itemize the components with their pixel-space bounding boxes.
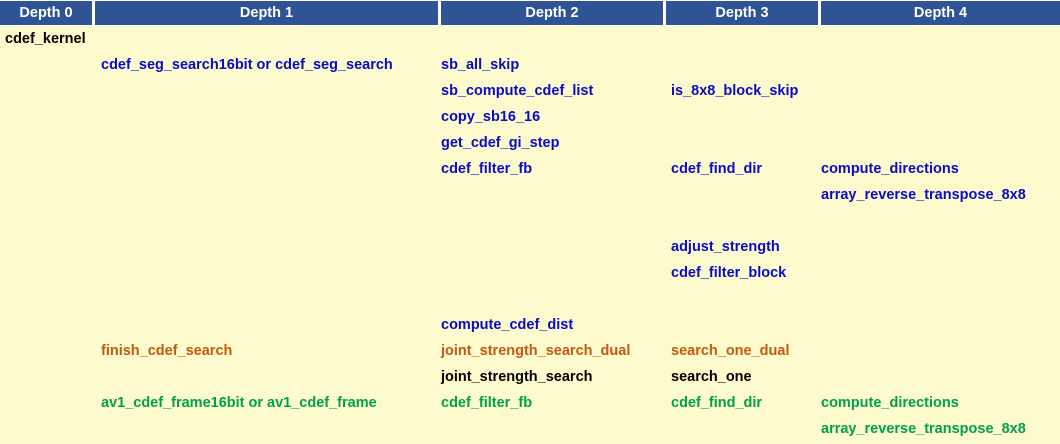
table-row: sb_compute_cdef_list is_8x8_block_skip bbox=[0, 78, 1060, 104]
table-row: joint_strength_search search_one bbox=[0, 364, 1060, 390]
table-row: get_cdef_gi_step bbox=[0, 130, 1060, 156]
column-header-depth-4: Depth 4 bbox=[821, 1, 1060, 25]
table-row: finish_cdef_search joint_strength_search_… bbox=[0, 338, 1060, 364]
cell-depth-4: compute_directions bbox=[821, 161, 959, 177]
cell-depth-2: copy_sb16_16 bbox=[441, 109, 541, 125]
table-row bbox=[0, 208, 1060, 234]
table-row: array_reverse_transpose_8x8 bbox=[0, 182, 1060, 208]
cell-depth-2: sb_compute_cdef_list bbox=[441, 83, 594, 99]
cell-depth-2: joint_strength_search_dual bbox=[441, 343, 631, 359]
table-row bbox=[0, 286, 1060, 312]
table-row: cdef_seg_search16bit or cdef_seg_search s… bbox=[0, 52, 1060, 78]
cell-depth-1: finish_cdef_search bbox=[101, 343, 233, 359]
table-row: cdef_filter_fb cdef_find_dir compute_direc… bbox=[0, 156, 1060, 182]
cell-depth-1: av1_cdef_frame16bit or av1_cdef_frame bbox=[101, 395, 377, 411]
column-header-depth-3: Depth 3 bbox=[666, 1, 818, 25]
table-row: cdef_filter_block bbox=[0, 260, 1060, 286]
table-row: adjust_strength bbox=[0, 234, 1060, 260]
cell-depth-2: joint_strength_search bbox=[441, 369, 593, 385]
cell-depth-3: adjust_strength bbox=[671, 239, 780, 255]
cell-depth-3: is_8x8_block_skip bbox=[671, 83, 799, 99]
column-header-depth-0: Depth 0 bbox=[0, 1, 92, 25]
table-header-row: Depth 0 Depth 1 Depth 2 Depth 3 Depth 4 bbox=[0, 0, 1060, 26]
cell-depth-4: compute_directions bbox=[821, 395, 959, 411]
column-header-depth-2: Depth 2 bbox=[441, 1, 663, 25]
cell-depth-2: cdef_filter_fb bbox=[441, 161, 533, 177]
cell-depth-3: search_one_dual bbox=[671, 343, 790, 359]
cell-depth-3: search_one bbox=[671, 369, 752, 385]
cell-depth-2: cdef_filter_fb bbox=[441, 395, 533, 411]
cell-depth-2: sb_all_skip bbox=[441, 57, 520, 73]
table-row: compute_cdef_dist bbox=[0, 312, 1060, 338]
cell-depth-3: cdef_find_dir bbox=[671, 161, 763, 177]
table-row: cdef_kernel bbox=[0, 26, 1060, 52]
cell-depth-4: array_reverse_transpose_8x8 bbox=[821, 187, 1026, 203]
cell-depth-2: compute_cdef_dist bbox=[441, 317, 574, 333]
cell-depth-1: cdef_seg_search16bit or cdef_seg_search bbox=[101, 57, 393, 73]
cell-depth-3: cdef_filter_block bbox=[671, 265, 787, 281]
table-row: av1_cdef_frame16bit or av1_cdef_frame cde… bbox=[0, 390, 1060, 416]
cell-depth-2: get_cdef_gi_step bbox=[441, 135, 560, 151]
cell-depth-4: array_reverse_transpose_8x8 bbox=[821, 421, 1026, 437]
table-body: cdef_kernel cdef_seg_search16bit or cdef_… bbox=[0, 26, 1060, 444]
column-header-depth-1: Depth 1 bbox=[95, 1, 438, 25]
table-row: array_reverse_transpose_8x8 bbox=[0, 416, 1060, 442]
cell-depth-0: cdef_kernel bbox=[5, 31, 86, 47]
cell-depth-3: cdef_find_dir bbox=[671, 395, 763, 411]
table-row: copy_sb16_16 bbox=[0, 104, 1060, 130]
